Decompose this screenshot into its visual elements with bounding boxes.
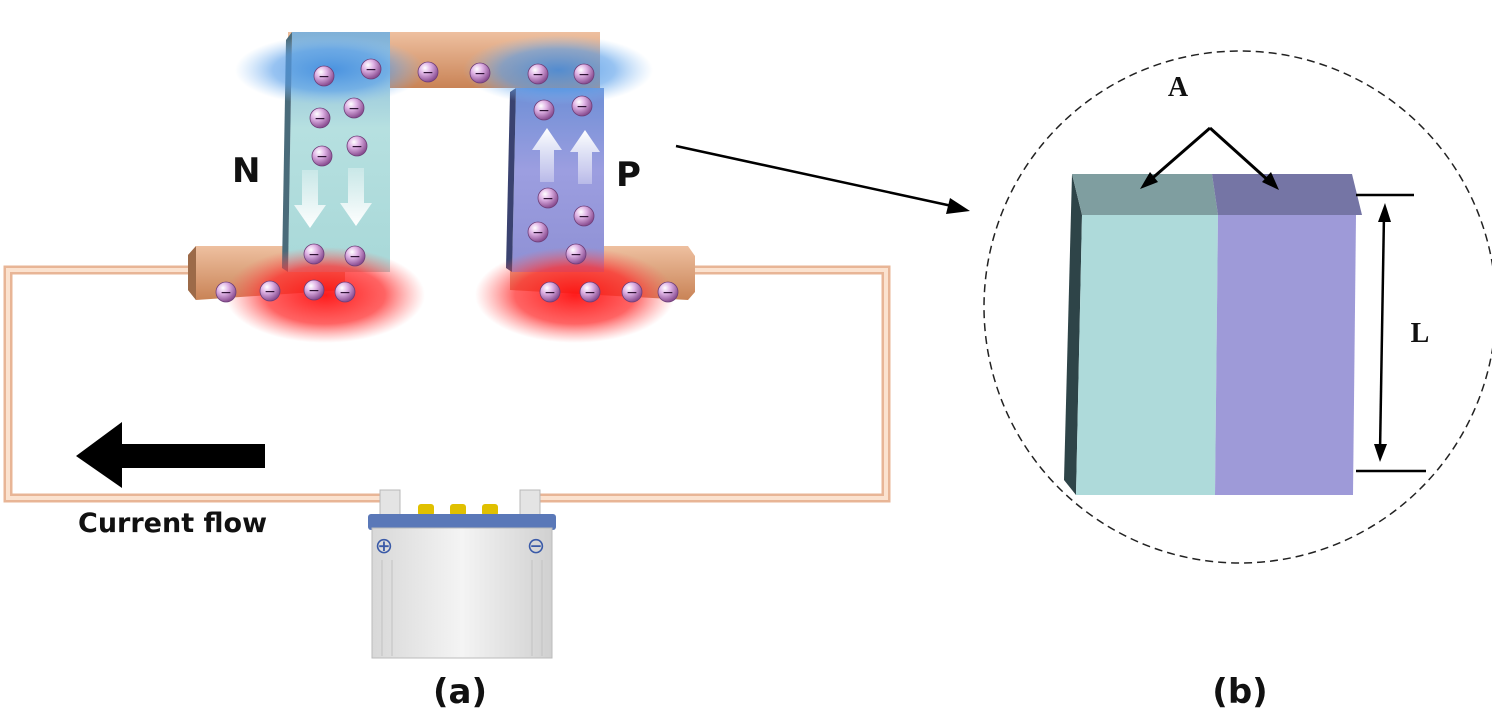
electron [657,281,679,303]
electron [573,205,595,227]
electron [579,281,601,303]
electron-charge-sign: − [576,99,588,115]
electron-charge-sign: − [538,103,550,119]
battery-negative-terminal: ⊖ [527,534,545,559]
n-leg-flow-arrows [294,168,372,228]
battery: ⊕ ⊖ [368,489,556,659]
electron-charge-sign: − [220,285,232,301]
electron-charge-sign: − [578,67,590,83]
electron [537,187,559,209]
electron [573,63,595,85]
electron [215,281,237,303]
electron [343,97,365,119]
electron-charge-sign: − [570,247,582,263]
n-type-label: N [232,151,260,191]
electron-charge-sign: − [422,65,434,81]
electron [346,135,368,157]
electron-charge-sign: − [626,285,638,301]
p-type-label: P [616,155,641,195]
current-flow-arrow [76,422,265,488]
electron-charge-sign: − [578,209,590,225]
electron [311,145,333,167]
electron-charge-sign: − [264,284,276,300]
electron-charge-sign: − [532,67,544,83]
electron [303,243,325,265]
area-label: A [1168,72,1189,103]
electron-charge-sign: − [532,225,544,241]
zoom-pointer-arrow [675,144,970,214]
hot-glow-right [475,247,675,343]
electron [527,221,549,243]
area-arrows [1140,126,1279,190]
electron-charge-sign: − [318,69,330,85]
electron [539,281,561,303]
length-label: L [1411,318,1430,349]
electron [417,61,439,83]
caption-b: (b) [1212,672,1267,712]
electron [309,107,331,129]
electron-charge-sign: − [365,62,377,78]
p-leg-flow-arrows [532,128,600,184]
electron-charge-sign: − [584,285,596,301]
hot-glow-left [225,247,425,343]
electron [571,95,593,117]
wire-loop [3,265,891,503]
electron-charge-sign: − [351,139,363,155]
electron [344,245,366,267]
electron-charge-sign: − [339,285,351,301]
caption-a: (a) [433,672,487,712]
electron [313,65,335,87]
current-flow-label: Current flow [78,508,267,539]
electron-charge-sign: − [314,111,326,127]
electron-charge-sign: − [316,149,328,165]
electron-charge-sign: − [308,283,320,299]
electron-charge-sign: − [544,285,556,301]
electrons: − − − − − − − − − − − − − − − − − − − − − − − − − − [215,58,679,303]
cold-glow-right [463,35,653,105]
electron [621,281,643,303]
electron [360,58,382,80]
electron-charge-sign: − [542,191,554,207]
electron [469,62,491,84]
electron [303,279,325,301]
length-dimension [1356,193,1426,473]
thermocouple-block [1064,174,1362,495]
electron [527,63,549,85]
electron-charge-sign: − [349,249,361,265]
electron-charge-sign: − [662,285,674,301]
electron [334,281,356,303]
electron-charge-sign: − [474,66,486,82]
battery-positive-terminal: ⊕ [375,534,393,559]
electron [533,99,555,121]
electron [259,280,281,302]
electron-charge-sign: − [308,247,320,263]
electron-charge-sign: − [348,101,360,117]
electron [565,243,587,265]
